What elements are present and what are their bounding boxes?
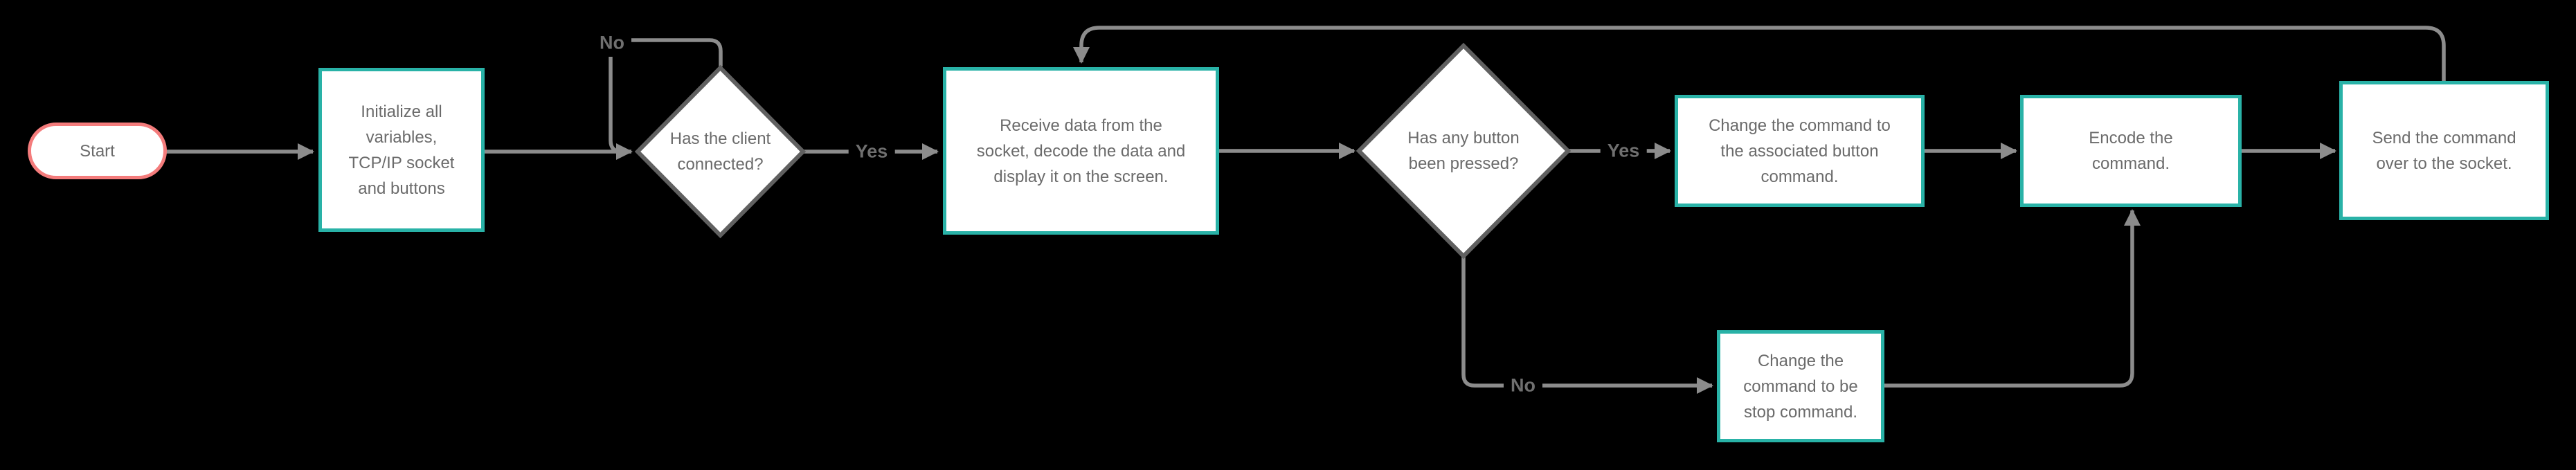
edge-no-loop-top-segment: [631, 38, 723, 66]
process-change-stop-command-label: Change the command to be stop command.: [1743, 351, 1858, 422]
decision-button-text: Has any button been pressed?: [1385, 116, 1542, 186]
process-encode-command-label: Encode the command.: [2089, 129, 2173, 173]
decision-button-label: Has any button been pressed?: [1407, 129, 1520, 173]
process-change-button-command: Change the command to the associated but…: [1675, 95, 1925, 207]
process-send-command-label: Send the command over to the socket.: [2372, 128, 2516, 173]
terminator-start: Start: [28, 123, 167, 179]
edge-label-no-client: No: [593, 32, 631, 54]
edge-decision-button-no-to-stop: [1461, 256, 1713, 394]
process-initialize: Initialize all variables, TCP/IP socket …: [318, 68, 485, 232]
process-initialize-label: Initialize all variables, TCP/IP socket …: [348, 102, 455, 198]
decision-client-diamond: [634, 64, 807, 239]
process-encode-command: Encode the command.: [2020, 95, 2242, 207]
edge-label-no-button: No: [1504, 374, 1542, 397]
process-receive-data-label: Receive data from the socket, decode the…: [976, 116, 1186, 186]
edge-label-yes-button: Yes: [1600, 140, 1647, 162]
decision-client-label: Has the client connected?: [669, 129, 771, 174]
process-send-command: Send the command over to the socket.: [2339, 81, 2549, 220]
edge-send-loop-to-receive: [1073, 26, 2446, 81]
process-change-stop-command: Change the command to be stop command.: [1717, 330, 1884, 442]
decision-button-diamond: [1355, 42, 1571, 260]
edge-label-yes-client: Yes: [848, 141, 895, 163]
edge-stop-to-encode: [1884, 209, 2141, 388]
decision-client-text: Has the client connected?: [649, 117, 791, 186]
terminator-start-label: Start: [80, 141, 115, 161]
process-change-button-command-label: Change the command to the associated but…: [1709, 116, 1891, 186]
process-receive-data: Receive data from the socket, decode the…: [943, 67, 1219, 235]
edge-no-loop-return-segment: [609, 57, 626, 154]
